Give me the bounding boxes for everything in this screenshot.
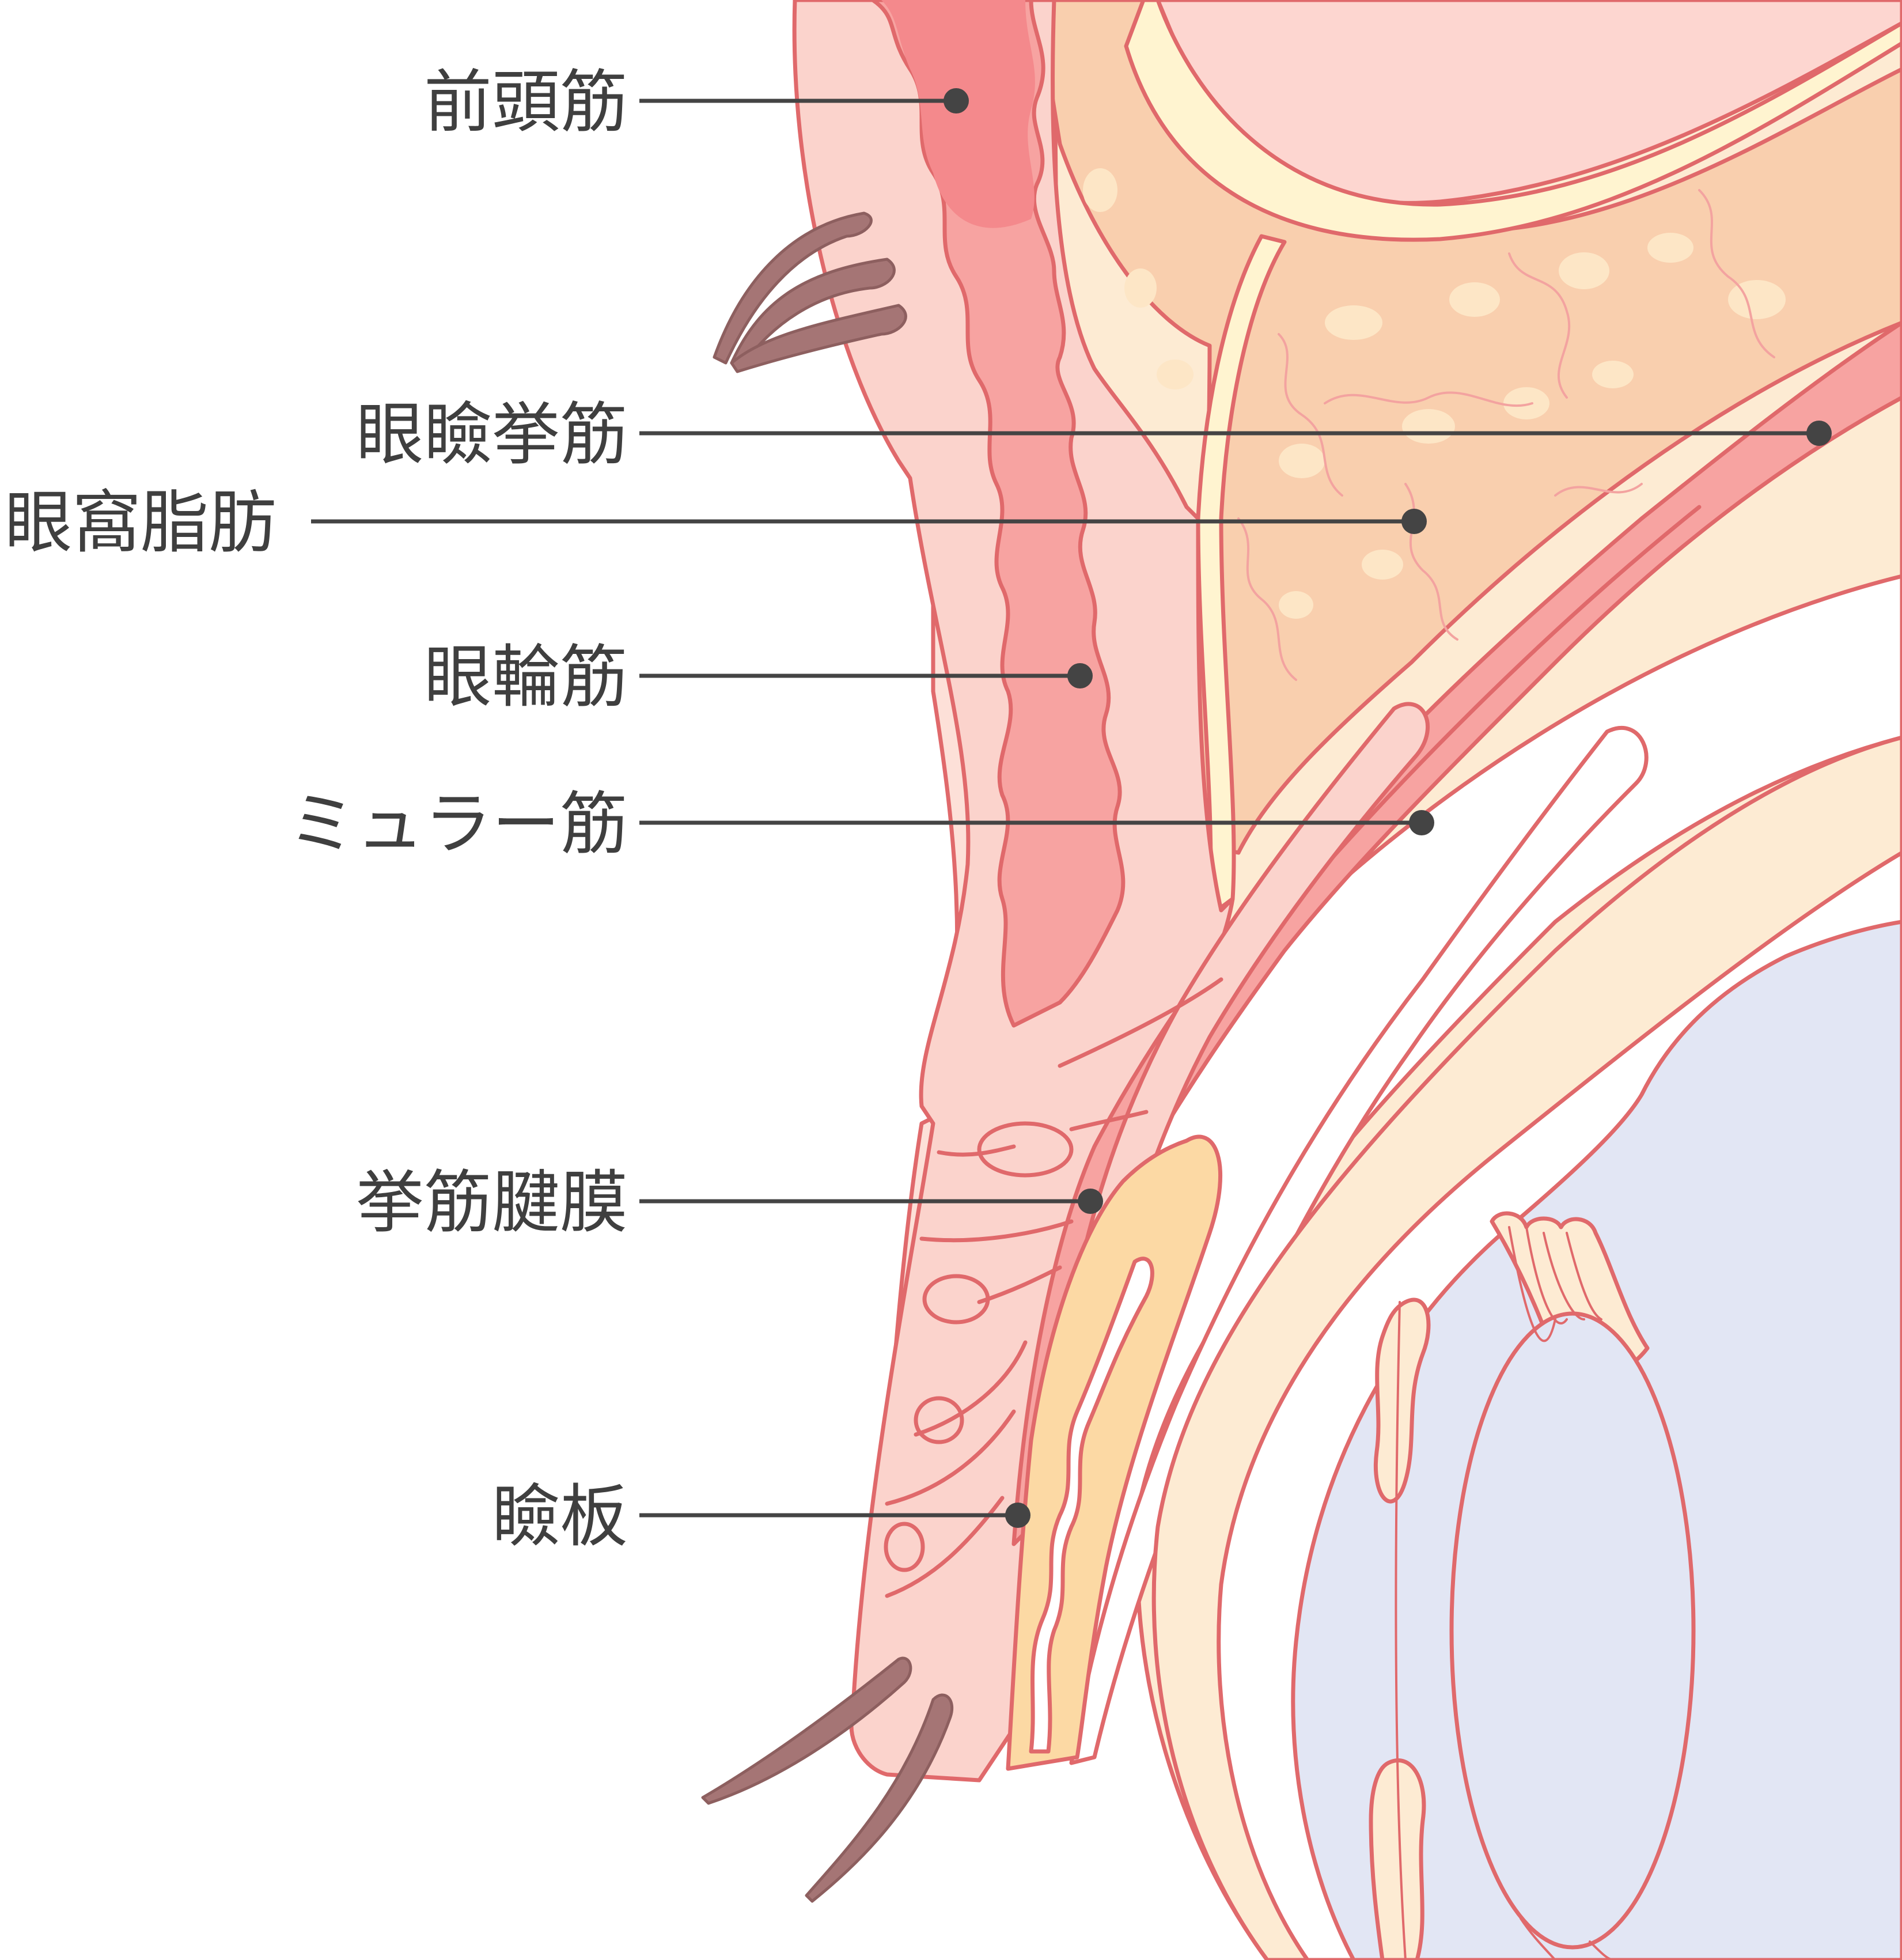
marker-muller bbox=[1409, 810, 1434, 835]
label-levator: 眼瞼挙筋 bbox=[356, 395, 628, 474]
zonular-fibers bbox=[1395, 1226, 1614, 1960]
label-muller: ミュラー筋 bbox=[288, 784, 628, 864]
periosteum bbox=[1124, 0, 1902, 242]
fat-vessels bbox=[1237, 189, 1775, 681]
eyelashes bbox=[701, 1656, 954, 1903]
label-frontalis: 前頭筋 bbox=[424, 62, 628, 142]
label-orbicularis: 眼輪筋 bbox=[424, 637, 628, 717]
fat-lobules bbox=[1083, 168, 1786, 619]
brow-hairs bbox=[713, 211, 907, 373]
lid-glands bbox=[884, 977, 1223, 1598]
marker-frontalis bbox=[944, 88, 969, 113]
iris bbox=[1374, 1297, 1431, 1504]
label-aponeurosis: 挙筋腱膜 bbox=[356, 1163, 628, 1242]
marker-aponeurosis bbox=[1078, 1189, 1103, 1214]
lens bbox=[1449, 1311, 1696, 1950]
labels: 前頭筋 眼瞼挙筋 眼窩脂肪 眼輪筋 ミュラー筋 挙筋腱膜 瞼板 bbox=[5, 62, 628, 1556]
frontalis-muscle-shape bbox=[870, 0, 1126, 1028]
marker-levator bbox=[1806, 421, 1832, 446]
levator-muscle-shape bbox=[1011, 320, 1902, 1546]
anatomy-illustration bbox=[701, 0, 1902, 1960]
marker-orbicularis bbox=[1067, 663, 1093, 688]
frontalis-upper-shade bbox=[881, 0, 1035, 228]
marker-orbital-fat bbox=[1401, 509, 1427, 534]
label-tarsus: 瞼板 bbox=[492, 1477, 628, 1556]
leader-lines bbox=[311, 88, 1832, 1528]
marker-tarsus bbox=[1005, 1503, 1030, 1528]
meibomian-gland bbox=[1029, 1257, 1154, 1754]
conjunctival-fornix bbox=[1069, 726, 1649, 1765]
label-orbital-fat: 眼窩脂肪 bbox=[5, 483, 276, 562]
